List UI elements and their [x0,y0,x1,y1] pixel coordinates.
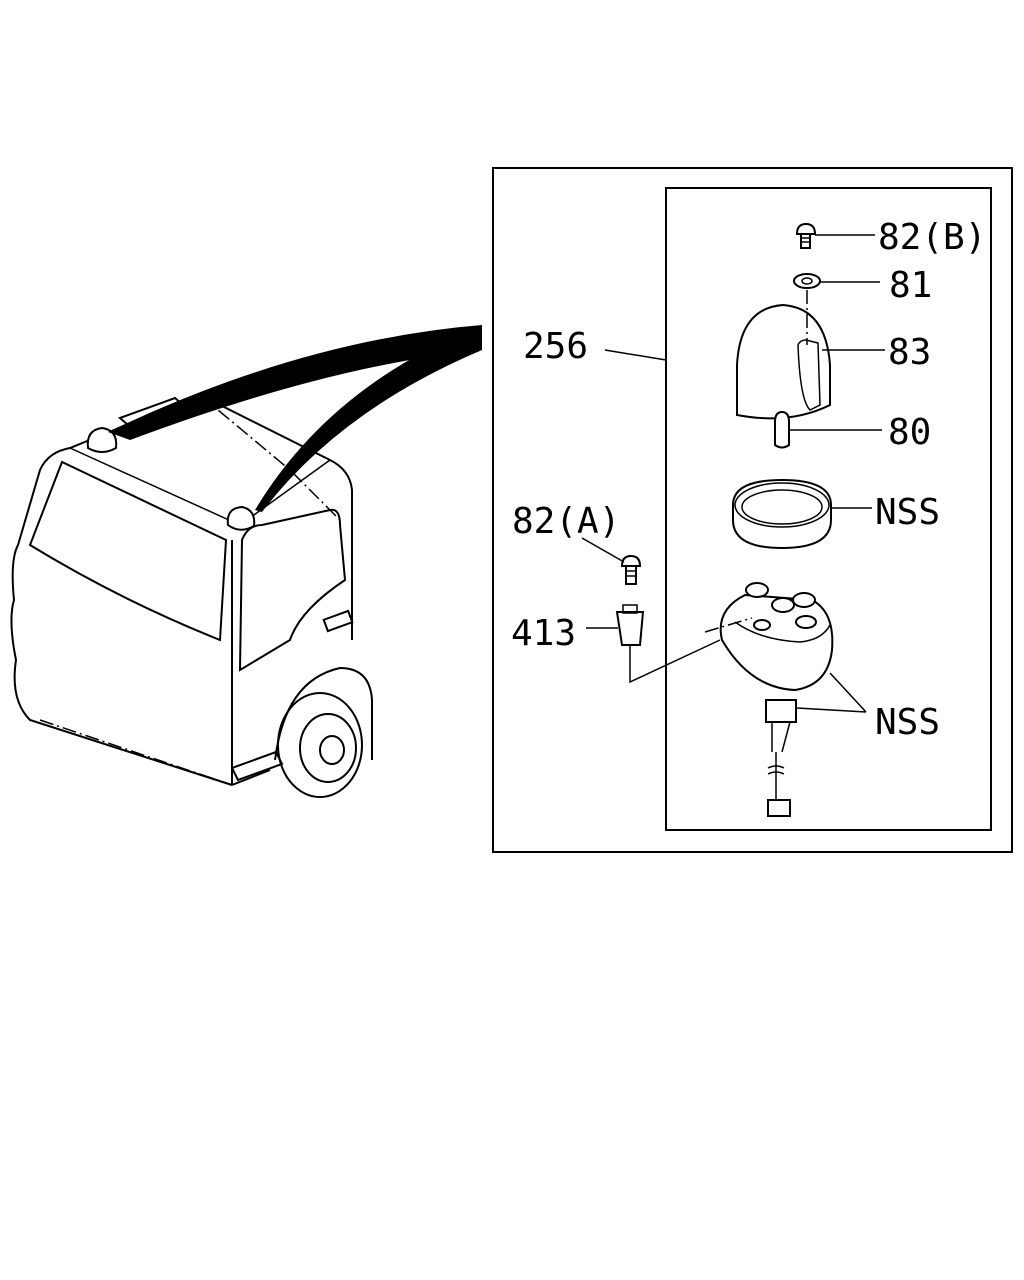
screw-82a [620,554,642,585]
bulb-80 [774,410,790,449]
callout-82a: 82(A) [512,501,620,542]
detail-leader-band [108,325,482,512]
wire-harness [765,699,797,817]
lamp-base [719,582,834,692]
callout-nss-base: NSS [875,702,940,743]
outer-detail-frame [492,167,1013,853]
callout-80: 80 [888,412,931,453]
clip-413 [615,604,645,646]
inner-assembly-frame [665,187,992,831]
washer-81 [793,273,821,289]
truck-cab-illustration [10,393,373,798]
callout-83: 83 [888,332,931,373]
callout-82b: 82(B) [878,217,986,258]
callout-nss-gasket: NSS [875,492,940,533]
screw-82b [795,222,817,249]
gasket-ring [732,478,832,550]
lens-dome-83 [736,303,831,420]
callout-256: 256 [523,326,588,367]
callout-81: 81 [889,265,932,306]
callout-413: 413 [511,613,576,654]
